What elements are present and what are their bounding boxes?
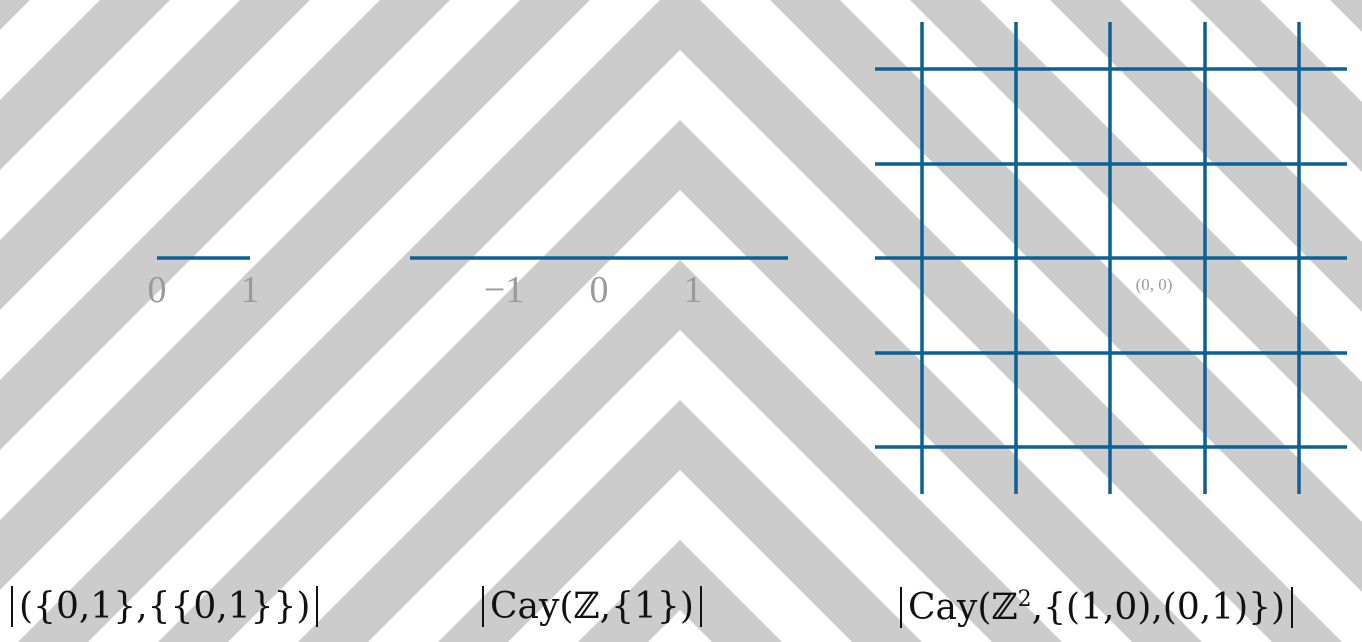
stripe (0, 0, 170, 170)
stripe (680, 120, 1202, 642)
caption-grid-base: Cay(ℤ (908, 587, 1018, 628)
vertex-label-0: 0 (590, 269, 609, 311)
vertex-label-minus-1: −1 (484, 269, 524, 311)
stripe (18, 0, 680, 642)
stripe (680, 540, 782, 642)
stripe (680, 400, 922, 642)
stripe (0, 0, 590, 590)
vertex-label-0: 0 (148, 269, 167, 311)
stripe (0, 0, 30, 30)
stripe (0, 0, 310, 310)
origin-label: (0, 0) (1136, 275, 1173, 294)
caption-single-edge-text: ({0,1},{{0,1}}) (11, 586, 319, 627)
graph-single-edge: 0 1 (148, 256, 260, 311)
stripe (770, 0, 1362, 592)
stripe (438, 400, 680, 642)
vertex-label-1: 1 (241, 269, 260, 311)
caption-single-edge: ({0,1},{{0,1}}) (11, 586, 319, 627)
stripe (298, 260, 680, 642)
stripe (578, 540, 680, 642)
caption-integer-cayley-text: Cay(ℤ,{1}) (482, 586, 702, 627)
caption-grid-cayley: Cay(ℤ2,{(1,0),(0,1)}) (900, 587, 1294, 628)
stripe (0, 0, 450, 450)
vertex-label-1: 1 (684, 269, 703, 311)
caption-grid-exponent: 2 (1017, 587, 1032, 612)
stripe (680, 260, 1062, 642)
stripe (158, 120, 680, 642)
graph-square-grid: (0, 0) (875, 22, 1347, 494)
caption-grid-cayley-text: Cay(ℤ2,{(1,0),(0,1)}) (900, 587, 1294, 628)
graph-integer-line: −1 0 1 (410, 256, 788, 311)
stripe (680, 0, 1342, 642)
caption-integer-cayley: Cay(ℤ,{1}) (482, 586, 702, 627)
stripe (1330, 0, 1362, 32)
stripe (1190, 0, 1362, 172)
caption-grid-rest: ,{(1,0),(0,1)}) (1031, 587, 1286, 628)
stripe (910, 0, 1362, 452)
